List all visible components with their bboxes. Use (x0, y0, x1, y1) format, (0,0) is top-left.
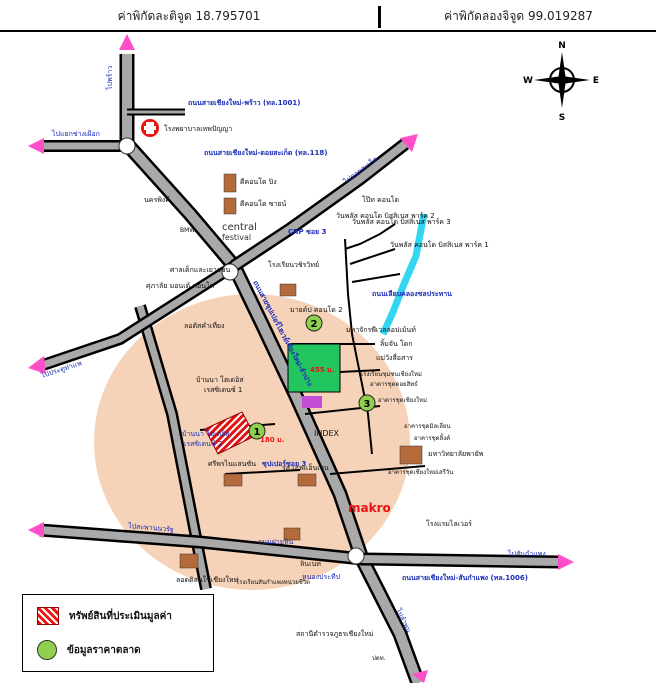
svg-text:ศุภาลัย มอนเต้ คอนโด: ศุภาลัย มอนเต้ คอนโด (146, 281, 214, 290)
svg-text:S: S (559, 113, 565, 123)
market-marker-2[interactable]: 2 (305, 314, 323, 332)
svg-text:อาคารชุดมิลเลี่ยน: อาคารชุดมิลเลี่ยน (404, 422, 451, 430)
svg-text:W: W (523, 76, 533, 86)
svg-text:E: E (593, 76, 599, 86)
green-plot (287, 343, 341, 393)
svg-text:ถนนเลียบคลองชลประทาน: ถนนเลียบคลองชลประทาน (372, 290, 452, 298)
legend-property-label: ทรัพย์สินที่ประเมินมูลค่า (69, 610, 172, 622)
svg-text:ถนนฝายหิน: ถนนฝายหิน (258, 538, 294, 546)
svg-text:INDEX: INDEX (314, 429, 340, 438)
svg-text:ศรีพรไนแสนซัน: ศรีพรไนแสนซัน (208, 459, 256, 468)
svg-text:1: 1 (254, 427, 261, 438)
svg-text:2: 2 (311, 319, 318, 330)
traffic-light-icon (118, 137, 365, 565)
longitude-label: ค่าพิกัดลองจิจูด 99.019287 (444, 9, 593, 23)
coordinate-header: ค่าพิกัดละติจูด 18.795701 ค่าพิกัดลองจิจ… (0, 0, 656, 32)
direction-arrows (28, 34, 574, 683)
svg-text:ลินเนท: ลินเนท (300, 560, 321, 568)
svg-text:อาคารชุดเชียงใหม่เสรีวัน: อาคารชุดเชียงใหม่เสรีวัน (388, 468, 453, 476)
svg-text:เรสซิเดนซ์ 1: เรสซิเดนซ์ 1 (204, 386, 242, 394)
hospital-icon (141, 119, 159, 137)
svg-text:ลอดติสนใช้เชียงใหม่: ลอดติสนใช้เชียงใหม่ (176, 575, 238, 584)
compass-rose: N S W E (523, 41, 599, 123)
svg-text:โรงแรมไลเวอร์: โรงแรมไลเวอร์ (426, 519, 472, 528)
svg-text:อาคารชุดเชียงใหม่: อาคารชุดเชียงใหม่ (378, 396, 427, 404)
svg-text:โป๊ท คอนโด: โป๊ท คอนโด (362, 195, 399, 204)
svg-text:สถานีตำรวจภูธรเชียงใหม่: สถานีตำรวจภูธรเชียงใหม่ (296, 629, 373, 638)
svg-text:วันพลัส คอนโด บิสสิเนส พาร์ค 2: วันพลัส คอนโด บิสสิเนส พาร์ค 2 (336, 211, 435, 220)
svg-text:วันพลัส คอนโด บิสสิเนส พาร์ค 1: วันพลัส คอนโด บิสสิเนส พาร์ค 1 (390, 240, 489, 249)
road-network (38, 54, 561, 683)
svg-text:festival: festival (222, 233, 251, 242)
svg-text:455 ม.: 455 ม. (310, 366, 334, 374)
legend-row-property: ทรัพย์สินที่ประเมินมูลค่า (37, 605, 172, 627)
svg-text:central: central (222, 222, 257, 233)
svg-text:แม่วังสื่อสาร: แม่วังสื่อสาร (376, 353, 413, 362)
svg-text:วันพลัส คอนโด บิสสิเนส พาร์ค 3: วันพลัส คอนโด บิสสิเนส พาร์ค 3 (352, 217, 451, 226)
svg-text:N: N (558, 41, 566, 51)
map-legend: ทรัพย์สินที่ประเมินมูลค่า ข้อมูลราคาตลาด (22, 594, 214, 672)
svg-text:ไปสันกำแพง: ไปสันกำแพง (507, 549, 546, 558)
svg-text:ดีคอนโด ซายน์: ดีคอนโด ซายน์ (240, 199, 287, 208)
svg-text:โรงเรียนวชิรวิทย์: โรงเรียนวชิรวิทย์ (268, 260, 319, 269)
svg-text:นครพิงค์: นครพิงค์ (144, 196, 170, 204)
market-marker-1[interactable]: 1 (248, 422, 266, 440)
latitude-label: ค่าพิกัดละติจูด 18.795701 (117, 9, 261, 23)
place-labels: โรงพยาบาลเทพปัญญา นครพิงค์ ดีคอนโด ปิง ด… (144, 124, 489, 662)
svg-text:ลอตัสคำเที่ยง: ลอตัสคำเที่ยง (184, 321, 224, 330)
svg-text:makro: makro (348, 501, 391, 515)
svg-text:โรงเรียนชุมชนเชียงใหม่: โรงเรียนชุมชนเชียงใหม่ (360, 370, 422, 378)
svg-text:BMW: BMW (180, 227, 195, 234)
property-swatch (37, 607, 59, 625)
svg-text:หนองประทีป: หนองประทีป (302, 573, 341, 581)
svg-text:โรงพยาบาลเทพปัญญา: โรงพยาบาลเทพปัญญา (164, 124, 232, 133)
svg-text:ไปแยกช่างเผือก: ไปแยกช่างเผือก (51, 129, 100, 138)
market-swatch (37, 640, 57, 660)
svg-text:ถนนสายเชียงใหม่-สันกำแพง (ทล.1: ถนนสายเชียงใหม่-สันกำแพง (ทล.1006) (402, 573, 528, 582)
svg-text:ปตท.: ปตท. (372, 655, 386, 662)
header-divider (378, 6, 381, 28)
svg-text:3: 3 (364, 399, 371, 410)
svg-text:รส.เอฟแอ็นเอน: รส.เอฟแอ็นเอน (282, 463, 329, 472)
market-marker-3[interactable]: 3 (358, 394, 376, 412)
building-icon (179, 173, 423, 569)
svg-text:ถนนสายเชียงใหม่-ดอยสะเก็ด (ทล.: ถนนสายเชียงใหม่-ดอยสะเก็ด (ทล.118) (204, 148, 327, 157)
svg-text:เรสซิเดนซ์ 2: เรสซิเดนซ์ 2 (184, 440, 222, 448)
svg-text:ดีคอนโด ปิง: ดีคอนโด ปิง (240, 177, 277, 186)
svg-text:ไปพร้าว: ไปพร้าว (105, 66, 114, 91)
svg-text:โรงเรียนสันกำแพงหน่วยชีวิต: โรงเรียนสันกำแพงหน่วยชีวิต (236, 578, 310, 586)
svg-text:ไปสะพานนวรัฐ: ไปสะพานนวรัฐ (127, 521, 174, 534)
svg-text:อาคารชุดดอยสิทธ์: อาคารชุดดอยสิทธ์ (370, 380, 418, 388)
canal (379, 213, 428, 336)
svg-text:มหาวิทยาลัยพายัพ: มหาวิทยาลัยพายัพ (428, 450, 484, 458)
svg-text:ถนนสายเชียงใหม่-พร้าว (ทล.1001: ถนนสายเชียงใหม่-พร้าว (ทล.1001) (188, 98, 300, 107)
svg-text:ลิ้มจัน โดก: ลิ้มจัน โดก (380, 337, 413, 348)
svg-text:มหาจักรพีเวลลอปเม้นท์: มหาจักรพีเวลลอปเม้นท์ (346, 326, 416, 334)
svg-text:บ้านนา โฮเดอิส: บ้านนา โฮเดอิส (182, 429, 230, 438)
svg-text:ซุปเปอร์ซอย 3: ซุปเปอร์ซอย 3 (262, 459, 306, 468)
svg-text:CRP ซอย 3: CRP ซอย 3 (288, 228, 327, 236)
legend-market-label: ข้อมูลราคาตลาด (67, 644, 141, 656)
purple-block (302, 396, 322, 408)
location-map: 1 2 3 N S W E ถนนสายเชียงใหม่-พร้าว (ทล.… (28, 34, 599, 683)
svg-text:อาคารชุดลิ้งค์: อาคารชุดลิ้งค์ (414, 432, 450, 442)
svg-text:180 ม.: 180 ม. (260, 436, 284, 444)
svg-text:บ้านนา โฮเดอิส: บ้านนา โฮเดอิส (196, 375, 244, 384)
legend-row-market: ข้อมูลราคาตลาด (37, 639, 141, 661)
svg-text:ศาลเด็กและเยาวชน: ศาลเด็กและเยาวชน (170, 265, 231, 274)
svg-text:มายด์ป คอนโด 2: มายด์ป คอนโด 2 (290, 305, 343, 314)
